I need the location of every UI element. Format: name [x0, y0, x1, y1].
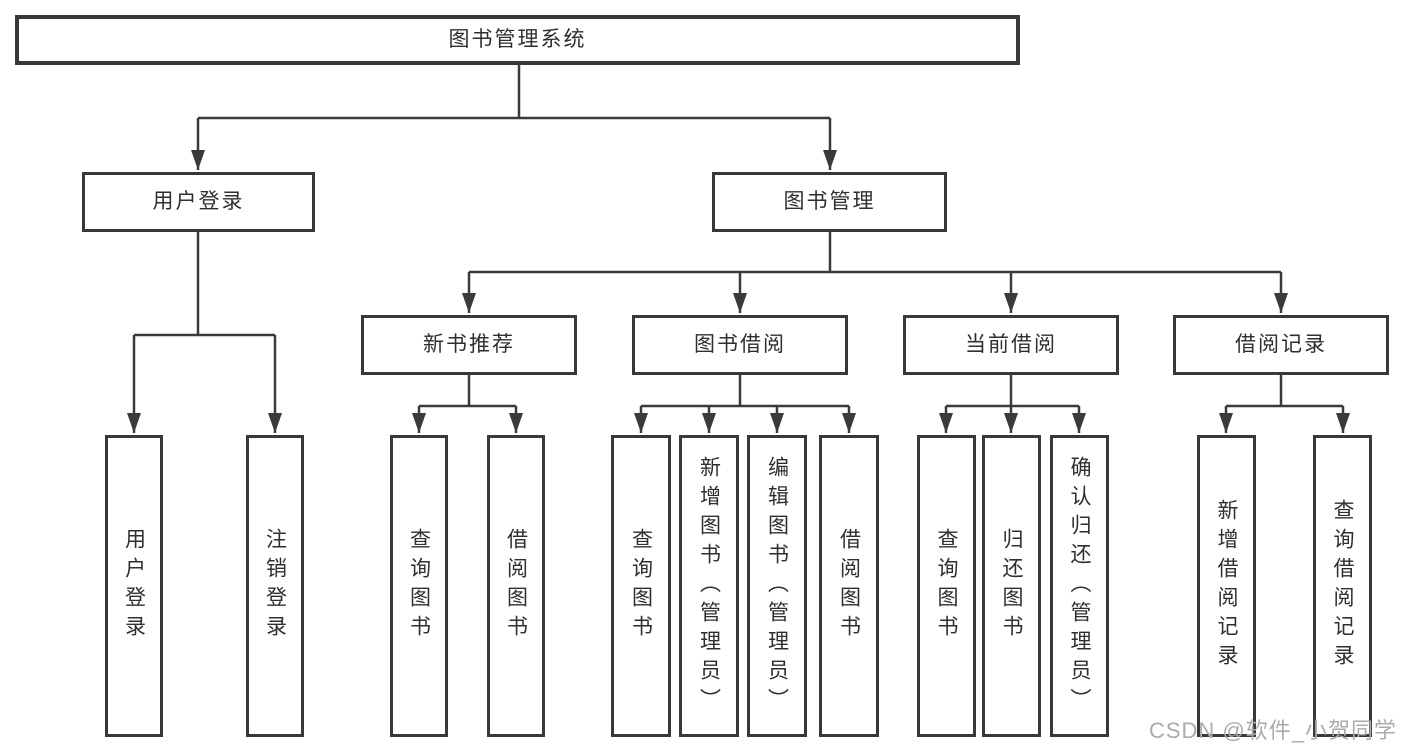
node-borrowing-records: 借阅记录 — [1173, 315, 1389, 375]
leaf-label: 借阅图书 — [837, 528, 861, 644]
leaf-label: 查询图书 — [935, 528, 958, 644]
leaf-query-books-2: 查询图书 — [611, 435, 671, 737]
leaf-user-login: 用户登录 — [105, 435, 163, 737]
node-root-system: 图书管理系统 — [15, 15, 1020, 65]
leaf-query-books-3: 查询图书 — [917, 435, 976, 737]
leaf-label: 查询图书 — [629, 528, 653, 644]
csdn-watermark: CSDN @软件_小贺同学 — [1148, 718, 1397, 743]
node-current-borrowing: 当前借阅 — [903, 315, 1119, 375]
connector-book-management-branch — [469, 232, 1281, 274]
leaf-label: 注销登录 — [263, 528, 287, 644]
leaf-add-borrow-record: 新增借阅记录 — [1197, 435, 1256, 737]
leaf-label: 确认归还（管理员） — [1068, 455, 1091, 717]
connector-current-borrowing-branch — [946, 375, 1079, 408]
connector-user-login-branch — [134, 232, 275, 337]
leaf-borrow-books-1: 借阅图书 — [487, 435, 545, 737]
leaf-label: 用户登录 — [122, 528, 146, 644]
leaf-label: 归还图书 — [1000, 528, 1023, 644]
leaf-query-borrow-record: 查询借阅记录 — [1313, 435, 1372, 737]
leaf-label: 新增借阅记录 — [1215, 499, 1238, 673]
connector-root-to-level2 — [198, 65, 830, 120]
connector-new-book-branch — [419, 375, 516, 408]
connector-book-borrowing-branch — [641, 375, 849, 408]
leaf-edit-books-admin: 编辑图书（管理员） — [747, 435, 807, 737]
leaf-borrow-books-2: 借阅图书 — [819, 435, 879, 737]
leaf-label: 新增图书（管理员） — [697, 455, 721, 717]
leaf-label: 查询借阅记录 — [1331, 499, 1354, 673]
leaf-add-books-admin: 新增图书（管理员） — [679, 435, 739, 737]
leaf-label: 借阅图书 — [504, 528, 528, 644]
node-new-book-recommend: 新书推荐 — [361, 315, 577, 375]
leaf-logout: 注销登录 — [246, 435, 304, 737]
leaf-label: 查询图书 — [407, 528, 431, 644]
node-user-login: 用户登录 — [82, 172, 315, 232]
node-book-management: 图书管理 — [712, 172, 947, 232]
leaf-confirm-return-admin: 确认归还（管理员） — [1050, 435, 1109, 737]
node-book-borrowing: 图书借阅 — [632, 315, 848, 375]
leaf-return-books: 归还图书 — [982, 435, 1041, 737]
leaf-label: 编辑图书（管理员） — [765, 455, 789, 717]
connector-borrowing-records-branch — [1226, 375, 1343, 408]
leaf-query-books-1: 查询图书 — [390, 435, 448, 737]
